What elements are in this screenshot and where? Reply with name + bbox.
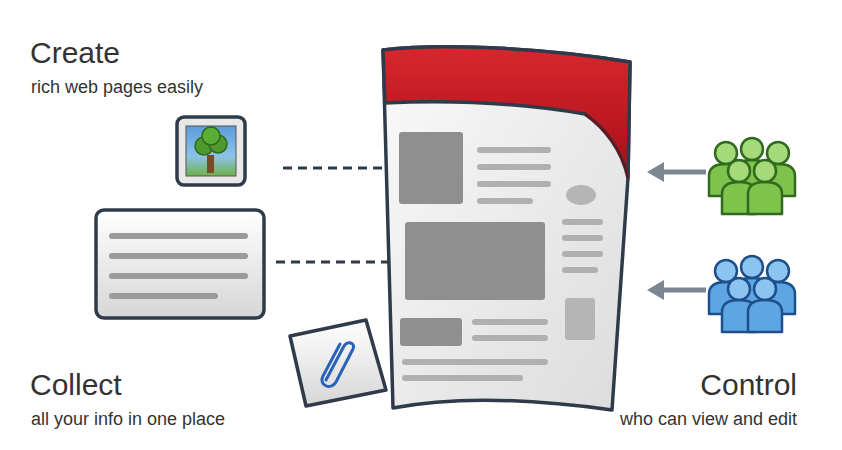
person: [748, 160, 782, 214]
heading: Create: [30, 36, 120, 70]
text-block-icon: [96, 210, 264, 318]
person-group: [709, 256, 795, 332]
arrow: [647, 162, 706, 300]
person-group: [709, 138, 795, 214]
people-group: [709, 138, 795, 332]
heading: Control: [700, 368, 797, 402]
subheading: all your info in one place: [31, 408, 225, 430]
heading: Collect: [30, 368, 122, 402]
subheading: who can view and edit: [620, 408, 797, 430]
person: [748, 278, 782, 332]
image-icon: [177, 117, 245, 185]
attachment-icon: [290, 320, 386, 406]
web-page: [383, 47, 630, 410]
subheading: rich web pages easily: [31, 76, 203, 98]
